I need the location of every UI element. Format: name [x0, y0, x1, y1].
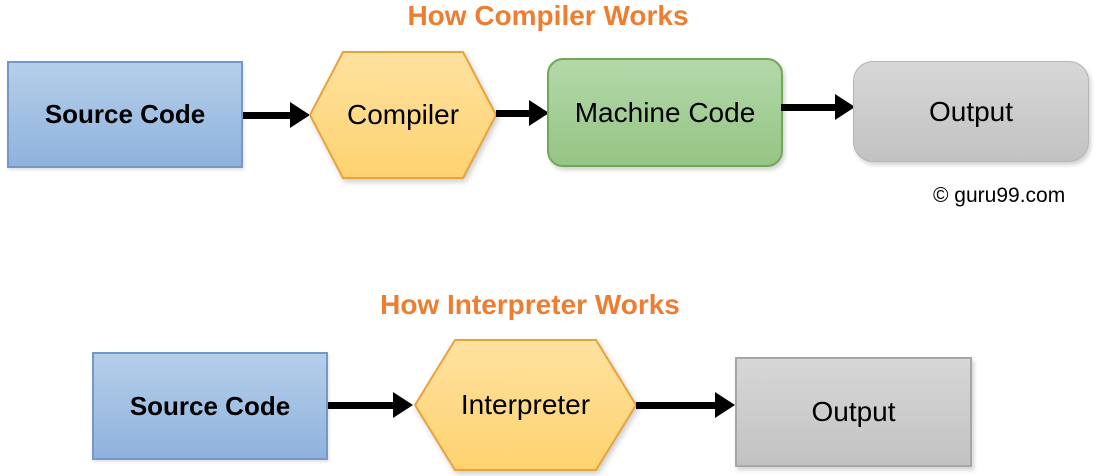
compiler-label: Compiler [346, 99, 460, 130]
interpreter-hexagon: Interpreter [413, 338, 638, 472]
flow-arrow [328, 392, 413, 418]
interpreter-label: Interpreter [460, 389, 591, 420]
interpreter-section-title: How Interpreter Works [380, 289, 680, 320]
flow-arrow [636, 392, 735, 418]
arrow-line [781, 103, 835, 111]
output-box: Output [853, 61, 1089, 162]
arrow-head-icon [393, 392, 413, 418]
flow-arrow [496, 100, 549, 126]
output-box: Output [735, 357, 972, 467]
source-code-box: Source Code [92, 352, 328, 460]
output-label: Output [811, 396, 896, 427]
arrow-head-icon [715, 392, 735, 418]
source-code-label: Source Code [44, 99, 206, 129]
machine-code-label: Machine Code [574, 96, 756, 128]
compiler-hexagon: Compiler [308, 50, 498, 180]
machine-code-box: Machine Code [547, 58, 783, 167]
arrow-line [328, 401, 393, 409]
output-label: Output [928, 95, 1014, 127]
arrow-line [636, 401, 715, 409]
watermark: © guru99.com [933, 184, 1066, 207]
source-code-label: Source Code [129, 390, 291, 421]
flow-arrow [781, 94, 855, 120]
compiler-section-title: How Compiler Works [407, 0, 689, 31]
flow-arrow [243, 102, 310, 128]
arrow-head-icon [529, 100, 549, 126]
arrow-line [243, 111, 290, 119]
arrow-head-icon [290, 102, 310, 128]
arrow-head-icon [835, 94, 855, 120]
arrow-line [496, 109, 529, 117]
source-code-box: Source Code [7, 61, 243, 168]
